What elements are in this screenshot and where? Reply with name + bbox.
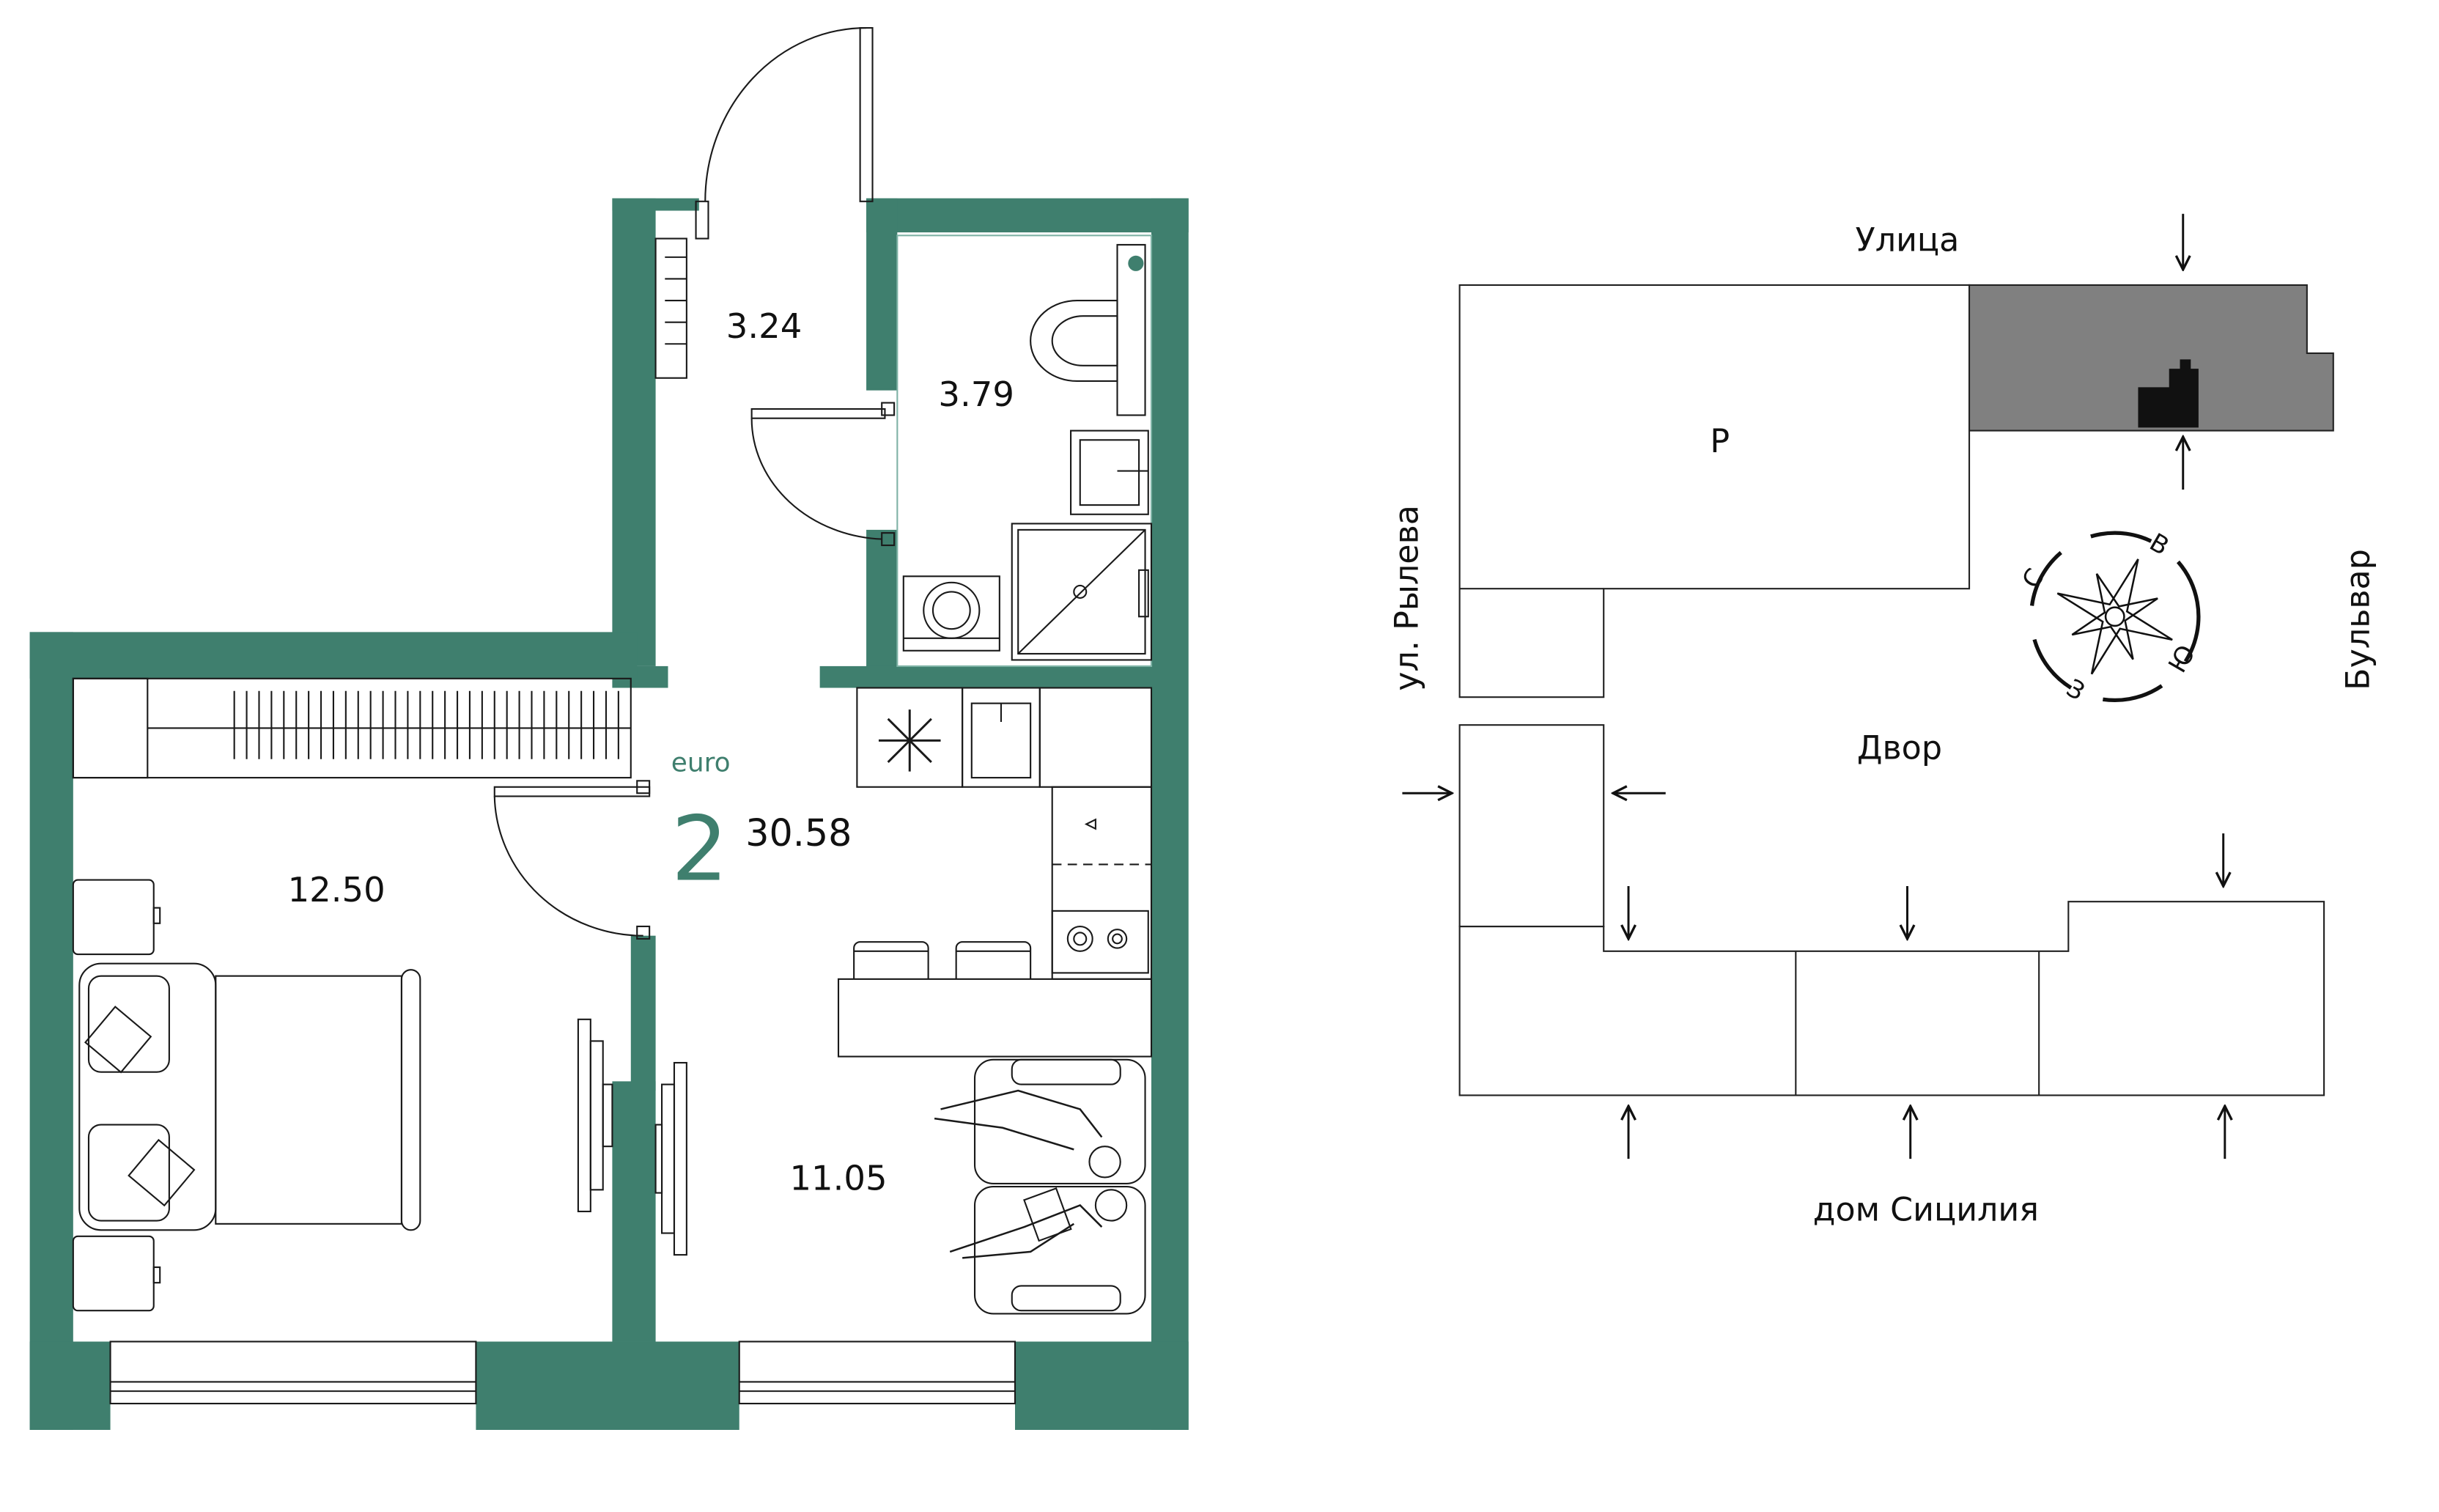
neighbor-bottom-label: дом Сицилия	[1813, 1192, 2039, 1229]
site-labels: Улица Р Двор дом Сицилия ул. Рылева Буль…	[1389, 221, 2377, 1228]
street-top-label: Улица	[1856, 221, 1960, 259]
compass-rose: С В Ю З	[2017, 528, 2202, 707]
site-plan: С В Ю З Улица Р Двор дом Сицилия ул. Рыл…	[1389, 213, 2377, 1229]
building-p-label: Р	[1710, 423, 1730, 460]
doors	[493, 26, 896, 940]
bedroom-furniture	[72, 677, 632, 1312]
kitchen-living-furniture	[654, 687, 1153, 1315]
wardrobe-hangers	[233, 690, 619, 759]
windows	[109, 1340, 1016, 1405]
street-right-label: Бульвар	[2339, 549, 2377, 690]
hallway-rack	[654, 237, 687, 379]
living-area: 11.05	[789, 1158, 887, 1198]
bathroom-fixtures	[896, 235, 1153, 667]
bathroom-area: 3.79	[938, 375, 1014, 414]
unit-total-area: 30.58	[745, 811, 852, 855]
compass-west: З	[2062, 674, 2089, 707]
site-buildings	[1458, 284, 2334, 1096]
unit-rooms-count: 2	[671, 797, 728, 901]
courtyard-label: Двор	[1857, 730, 1942, 767]
apartment-location-marker	[2138, 359, 2199, 428]
compass-east: В	[2145, 528, 2174, 561]
unit-type-label: euro	[671, 748, 731, 778]
room-labels: 3.24 3.79 12.50 11.05	[288, 306, 1014, 1198]
unit-summary: euro 2 30.58	[671, 748, 852, 901]
walls	[29, 198, 1189, 1430]
hallway-area: 3.24	[726, 306, 802, 346]
entrance-arrows	[1402, 213, 2224, 1159]
street-left-label: ул. Рылева	[1389, 505, 1426, 691]
bedroom-area: 12.50	[288, 870, 385, 910]
floor-plan: 3.24 3.79 12.50 11.05 euro 2 30.58	[29, 26, 1189, 1430]
